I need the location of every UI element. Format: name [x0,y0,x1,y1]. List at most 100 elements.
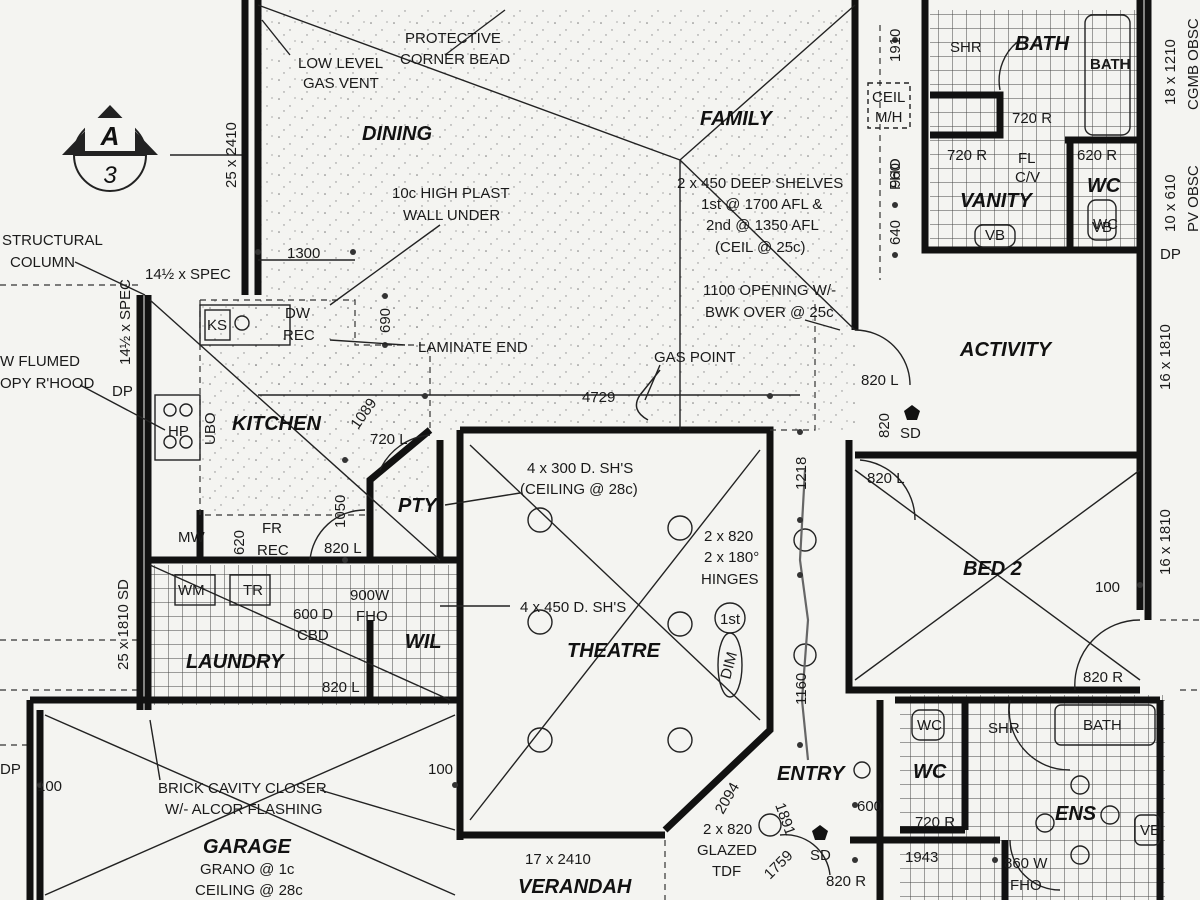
note-rangehood-line-2: OPY R'HOOD [0,375,94,392]
section-letter: A [100,121,120,151]
dim-1050: 1050 [332,495,349,528]
dim-960: 960 [887,163,904,188]
dim-820-l-laundry: 820 L [322,679,360,696]
section-marker: A 3 [62,105,158,192]
smoke-detector-label-1: SD [900,425,921,442]
bath-tub-label: BATH [1090,56,1131,73]
microwave-label: MW [178,529,205,546]
room-label-verandah: VERANDAH [518,876,632,898]
notes: LOW LEVEL GAS VENT PROTECTIVE CORNER BEA… [0,18,1200,899]
note-hinges-line-1: 2 x 820 [704,528,753,545]
dim-1160: 1160 [793,673,810,705]
vanity-basin-label: VB [985,227,1005,244]
window-label-laundry: 25 x 1810 SD [115,579,132,670]
dim-100-bed2: 100 [1095,579,1120,596]
room-label-garage: GARAGE [203,836,291,858]
room-label-wc-2: WC [913,761,947,783]
note-shelves-line-3: 2nd @ 1350 AFL [706,217,819,234]
window-label-wc: 10 x 610 [1162,174,1179,232]
dim-720-r-wc: 720 R [915,814,955,831]
note-corner-bead-line-1: PROTECTIVE [405,30,501,47]
note-plast-line-2: WALL UNDER [403,207,500,224]
hotplate-label: HP [168,423,189,440]
room-labels: DINING FAMILY KITCHEN PTY THEATRE ACTIVI… [168,33,1160,898]
shower-label-2: SHR [988,720,1020,737]
smoke-detector-label-2: SD [810,847,831,864]
manhole-label: M/H [875,109,903,126]
window-label-activity: 16 x 1810 [1157,324,1174,390]
ceiling-label: CEIL [872,89,905,106]
note-corner-bead-line-2: CORNER BEAD [400,51,510,68]
dim-600: 600 [857,798,882,815]
note-garage-line-2: CEILING @ 28c [195,882,303,899]
downpipe-label-2: DP [1160,246,1181,263]
leader-lines [74,9,841,831]
note-theatre-shelves-line-1: 4 x 300 D. SH'S [527,460,633,477]
note-cbd-line-2: CBD [297,627,329,644]
dim-1910: 1910 [887,29,904,62]
first-light-label: 1st [720,611,741,628]
room-label-wc-1: WC [1087,175,1121,197]
floor-finish [200,5,855,515]
note-laminate-end: LAMINATE END [418,339,528,356]
detail-lines [44,4,1141,900]
room-label-dining: DINING [362,123,432,145]
note-shelves-line-4: (CEIL @ 25c) [715,239,806,256]
dim-820-l-kitchen: 820 L [324,540,362,557]
dim-640: 640 [887,220,904,245]
note-opening-line-1: 1100 OPENING W/- [703,282,836,299]
dim-820-l-bed2: 820 L [867,470,905,487]
dim-690: 690 [377,308,394,333]
fixtures [154,14,1161,846]
dim-100-garage-left: 100 [37,778,62,795]
under-bench-oven-label: UBO [202,412,219,445]
note-fho-vanity: FHO [887,158,904,190]
dim-1891: 1891 [771,801,798,838]
room-label-bath: BATH [1015,33,1070,55]
window-label-verandah: 17 x 2410 [525,851,591,868]
note-cbd-line-1: 600 D [293,606,333,623]
note-hinges-line-2: 2 x 180° [704,549,759,566]
note-glazed-line-3: TDF [712,863,741,880]
note-structural-line-1: STRUCTURAL [2,232,103,249]
room-label-entry: ENTRY [777,763,846,785]
note-gas-point: GAS POINT [654,349,736,366]
note-glazed-line-1: 2 x 820 [703,821,752,838]
light-fittings [527,369,1120,865]
window-label-bath-glass: CGMB OBSC [1185,18,1200,110]
note-fho-line-2: FHO [356,608,388,625]
note-fho-ensuite: FHO [1010,877,1042,894]
room-label-ens: ENS [1055,803,1097,825]
dim-1943: 1943 [905,849,938,866]
note-brick-line-1: BRICK CAVITY CLOSER [158,780,327,797]
room-label-wil: WIL [405,631,442,653]
note-ensuite-width: 860 W [1004,855,1048,872]
dim-720-r-vanity: 720 R [947,147,987,164]
dimmer-label: DIM [717,650,741,681]
kitchen-sink-label: KS [207,317,227,334]
note-structural-line-2: COLUMN [10,254,75,271]
window-label-bath: 18 x 1210 [1162,39,1179,105]
dim-1759: 1759 [761,847,797,883]
room-label-family: FAMILY [700,108,774,130]
shower-label-1: SHR [950,39,982,56]
wc-pan-label-2: WC [917,717,942,734]
note-fho-line-1: 900W [350,587,390,604]
ensuite-basin-label: VB [1140,822,1160,839]
walls [26,0,1164,900]
room-label-bed2: BED 2 [963,558,1022,580]
room-label-theatre: THEATRE [567,640,661,662]
room-label-pty: PTY [398,495,439,517]
dim-4729: 4729 [582,389,615,406]
dim-1218: 1218 [793,457,810,490]
window-label-bed2: 16 x 1810 [1157,509,1174,575]
downpipe-label-1: DP [112,383,133,400]
dim-820-l-activity: 820 L [861,372,899,389]
note-shelves-line-1: 2 x 450 DEEP SHELVES [677,175,843,192]
wc-basin-label: VB [1092,219,1112,236]
note-spec-horizontal: 14½ x SPEC [145,266,231,283]
wc-pan-label-1: WC [1093,216,1118,233]
fridge-rec-label: REC [257,542,289,559]
trough-label: TR [243,582,263,599]
